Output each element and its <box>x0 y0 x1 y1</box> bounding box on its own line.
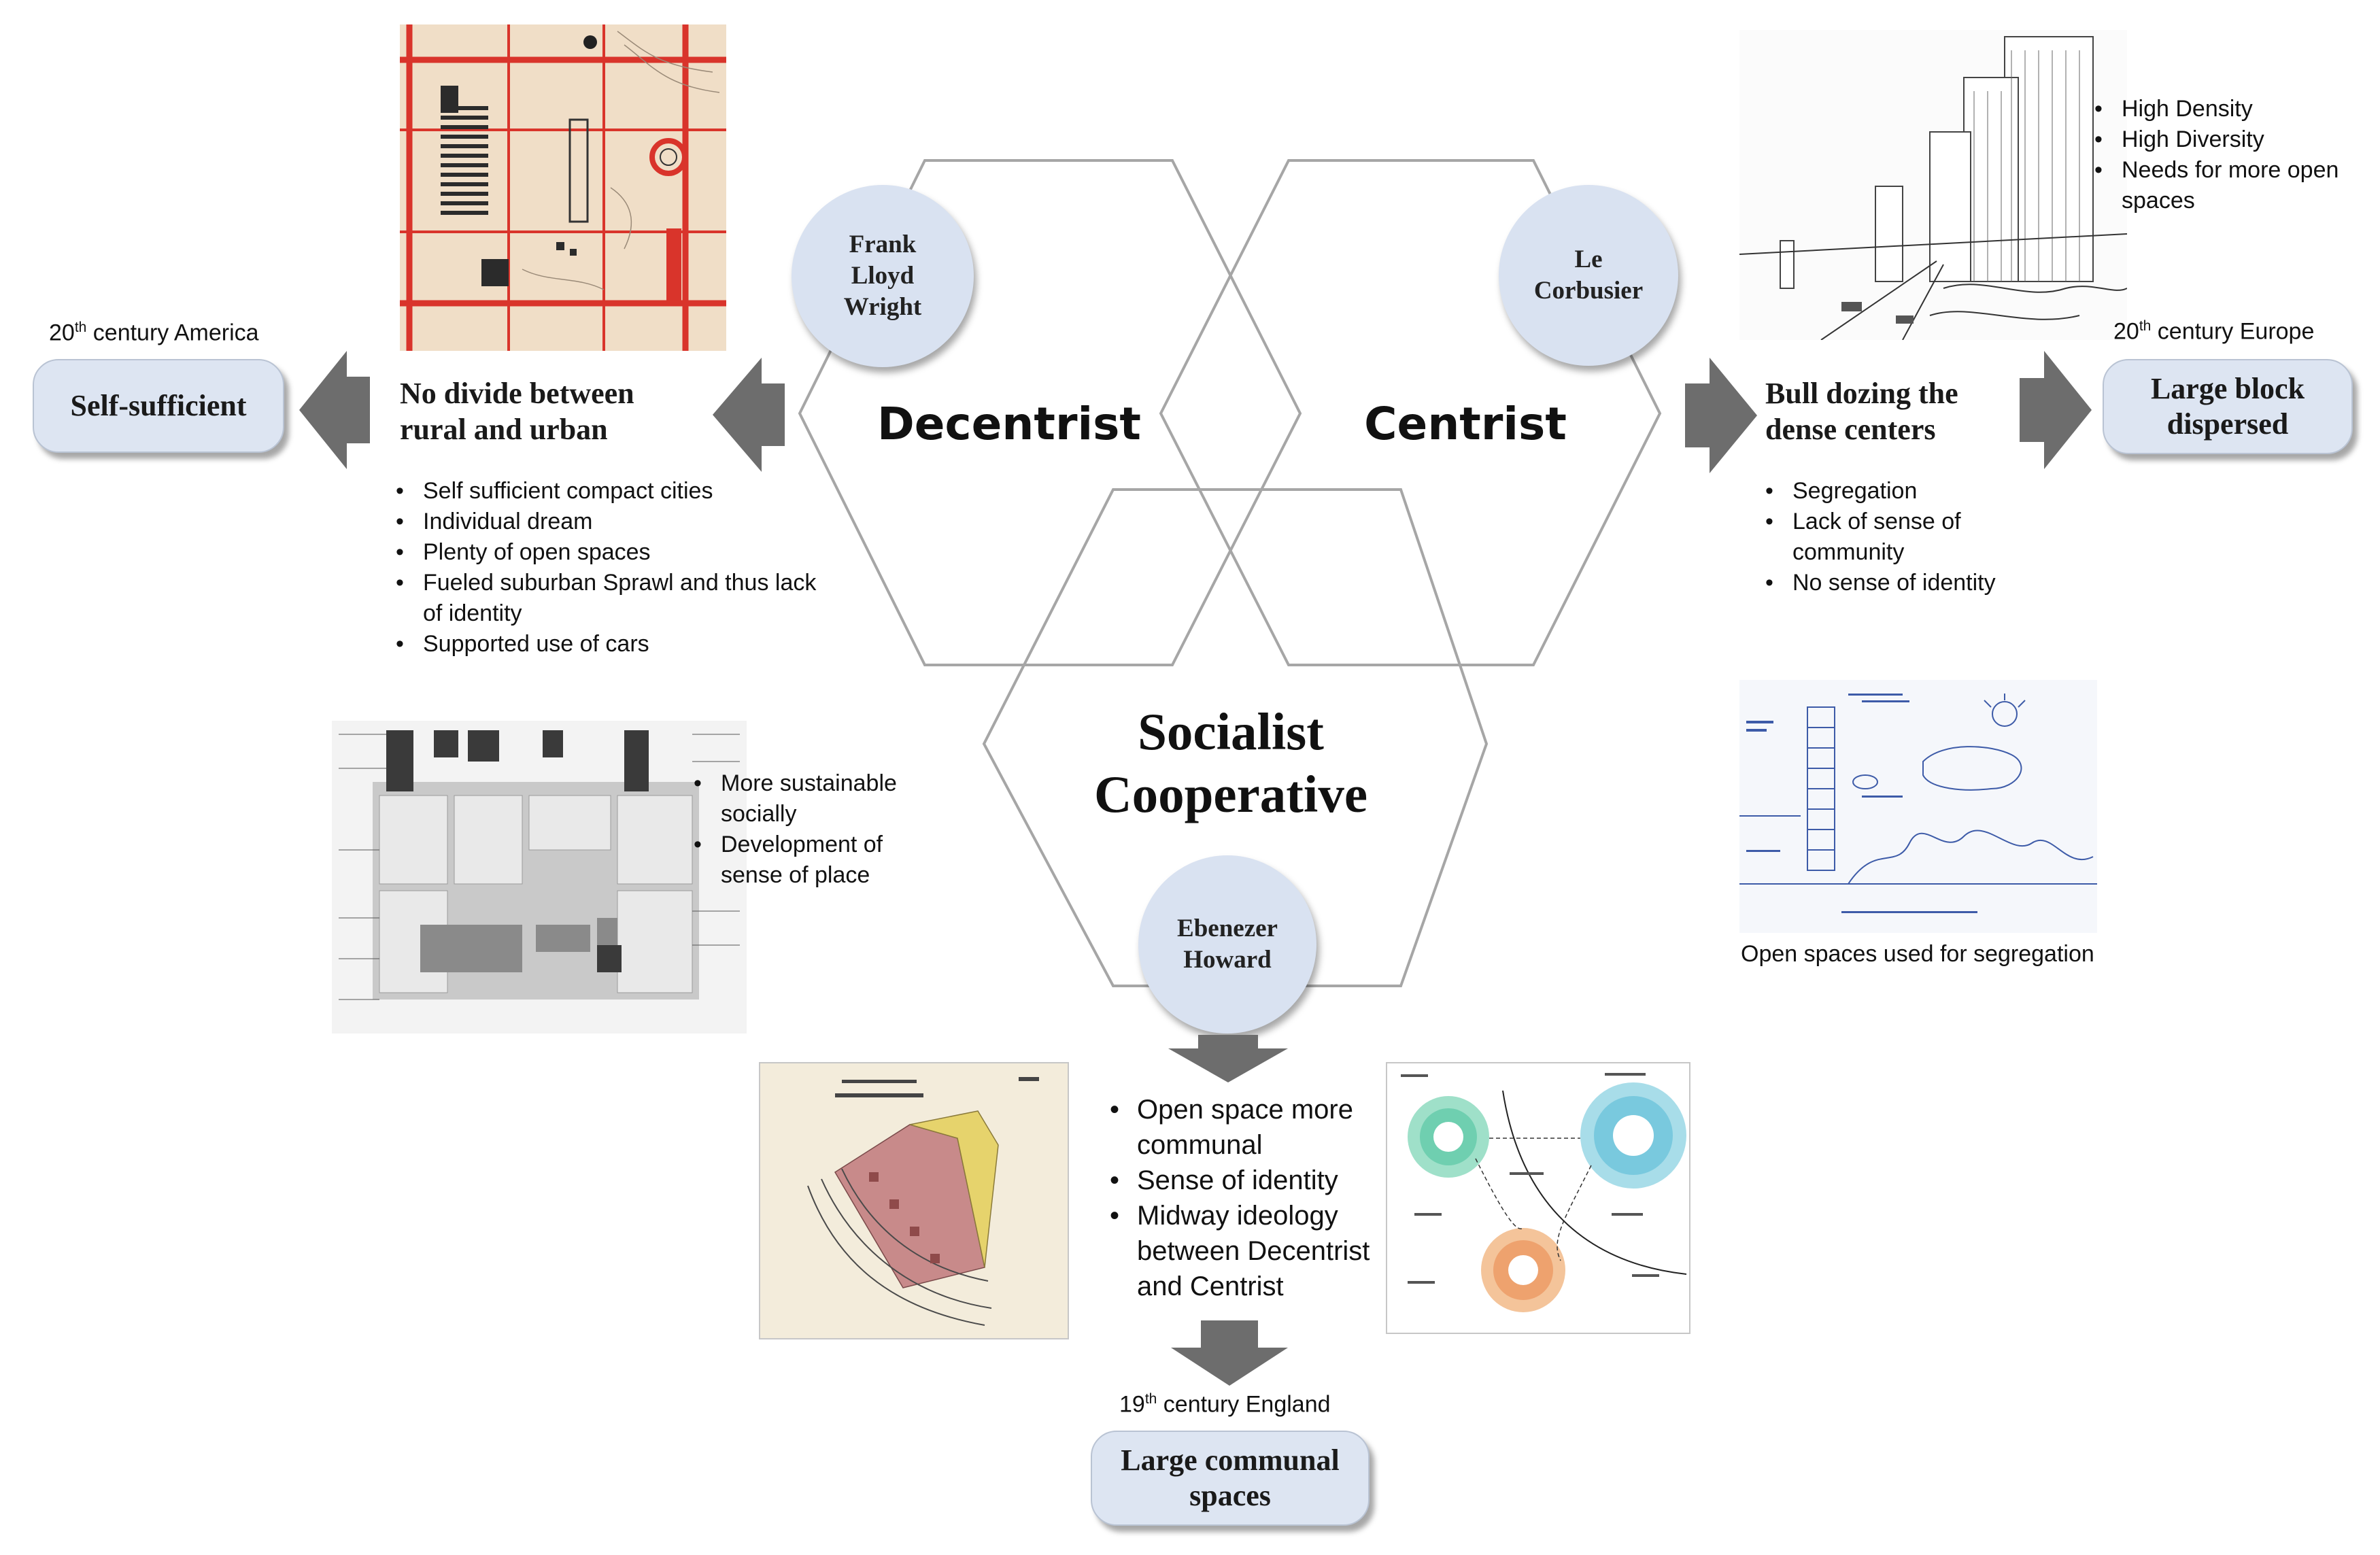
right-bullet-list: Segregation Lack of sense of community N… <box>1763 476 2007 598</box>
right-era-rest: century Europe <box>2151 318 2315 345</box>
wright-name-line2: Lloyd <box>851 262 915 290</box>
left-bullet: Individual dream <box>393 507 828 537</box>
large-block-line1: Large block <box>2150 372 2305 405</box>
socialist-label-line2: Cooperative <box>1094 765 1367 823</box>
socialist-label-line1: Socialist <box>1138 702 1324 761</box>
right-bullet: Lack of sense of community <box>1763 507 2007 568</box>
hexagon-socialist <box>982 488 1489 987</box>
bottom-era-label: 19th century England <box>1119 1391 1331 1418</box>
left-era-suffix: th <box>74 320 87 335</box>
bottom-era-suffix: th <box>1144 1391 1157 1407</box>
right-era-label: 20th century Europe <box>2113 318 2314 345</box>
wright-name-line3: Wright <box>843 293 922 321</box>
right-era-suffix: th <box>2139 318 2152 334</box>
right-heading: Bull dozing the dense centers <box>1765 375 1958 447</box>
arrow-down-upper <box>1168 1035 1288 1082</box>
left-era-prefix: 20 <box>49 320 75 346</box>
ville-radieuse-sketch-image <box>1739 30 2127 340</box>
left-heading-line2: rural and urban <box>400 413 608 446</box>
large-communal-spaces-pill: Large communal spaces <box>1091 1431 1370 1526</box>
howard-name-line2: Howard <box>1183 946 1272 974</box>
hexagon-decentrist <box>798 159 1302 666</box>
self-sufficient-text: Self-sufficient <box>70 389 247 422</box>
arrow-right-outer <box>2020 351 2092 469</box>
right-bullet: Segregation <box>1763 476 2007 507</box>
right-top-bullet: High Density <box>2092 94 2377 124</box>
left-bullet: Plenty of open spaces <box>393 537 828 568</box>
wright-circle: Frank Lloyd Wright <box>792 185 974 367</box>
social-city-diagram-image <box>1386 1062 1690 1334</box>
right-top-bullet-list: High Density High Diversity Needs for mo… <box>2092 94 2377 216</box>
large-block-line2: dispersed <box>2166 407 2289 441</box>
bottom-bullet: Open space more communal <box>1107 1092 1399 1163</box>
arrow-down-lower <box>1171 1320 1288 1386</box>
right-bullet: No sense of identity <box>1763 568 2007 598</box>
large-communal-line1: Large communal <box>1121 1443 1340 1477</box>
right-heading-line1: Bull dozing the <box>1765 377 1958 410</box>
hexagon-centrist <box>1159 159 1662 666</box>
right-heading-line2: dense centers <box>1765 413 1936 446</box>
corbusier-name-line2: Corbusier <box>1533 277 1644 305</box>
arrow-left-outer <box>299 351 370 469</box>
bottom-bullet: Sense of identity <box>1107 1163 1399 1198</box>
bottom-bullet-list: Open space more communal Sense of identi… <box>1107 1092 1399 1304</box>
left-heading: No divide between rural and urban <box>400 375 634 447</box>
wright-name-line1: Frank <box>849 230 917 258</box>
segregation-caption: Open spaces used for segregation <box>1741 941 2094 967</box>
corbusier-circle: Le Corbusier <box>1499 185 1678 366</box>
garden-city-ward-image <box>759 1062 1069 1339</box>
large-communal-line2: spaces <box>1189 1479 1271 1512</box>
arrow-left-inner <box>713 358 785 472</box>
large-block-dispersed-pill: Large block dispersed <box>2103 359 2353 454</box>
corbusier-name-line1: Le <box>1574 245 1603 273</box>
segregation-sketch-image <box>1739 680 2097 933</box>
arrow-right-inner <box>1685 358 1757 473</box>
self-sufficient-pill: Self-sufficient <box>33 359 284 453</box>
right-top-bullet: High Diversity <box>2092 124 2377 155</box>
plan-bullet: More sustainable socially <box>691 768 949 830</box>
right-top-bullet: Needs for more open spaces <box>2092 155 2377 216</box>
socialist-cooperative-label: Socialist Cooperative <box>1047 700 1414 825</box>
centrist-label: Centrist <box>1364 398 1567 450</box>
broadacre-plan-image <box>400 24 726 351</box>
left-bullet-list: Self sufficient compact cities Individua… <box>393 476 828 660</box>
decentrist-label: Decentrist <box>877 398 1141 450</box>
left-bullet: Fueled suburban Sprawl and thus lack of … <box>393 568 828 629</box>
howard-circle: Ebenezer Howard <box>1138 855 1316 1033</box>
right-era-prefix: 20 <box>2113 318 2139 345</box>
howard-name-line1: Ebenezer <box>1177 915 1278 942</box>
bottom-era-rest: century England <box>1157 1391 1331 1418</box>
plan-bullet-list: More sustainable socially Development of… <box>691 768 949 891</box>
bottom-bullet: Midway ideology between Decentrist and C… <box>1107 1198 1399 1304</box>
left-bullet: Supported use of cars <box>393 629 828 660</box>
community-plan-image <box>332 721 747 1033</box>
left-era-rest: century America <box>86 320 259 346</box>
left-era-label: 20th century America <box>49 320 259 346</box>
left-heading-line1: No divide between <box>400 377 634 410</box>
plan-bullet: Development of sense of place <box>691 830 949 891</box>
left-bullet: Self sufficient compact cities <box>393 476 828 507</box>
bottom-era-prefix: 19 <box>1119 1391 1145 1418</box>
